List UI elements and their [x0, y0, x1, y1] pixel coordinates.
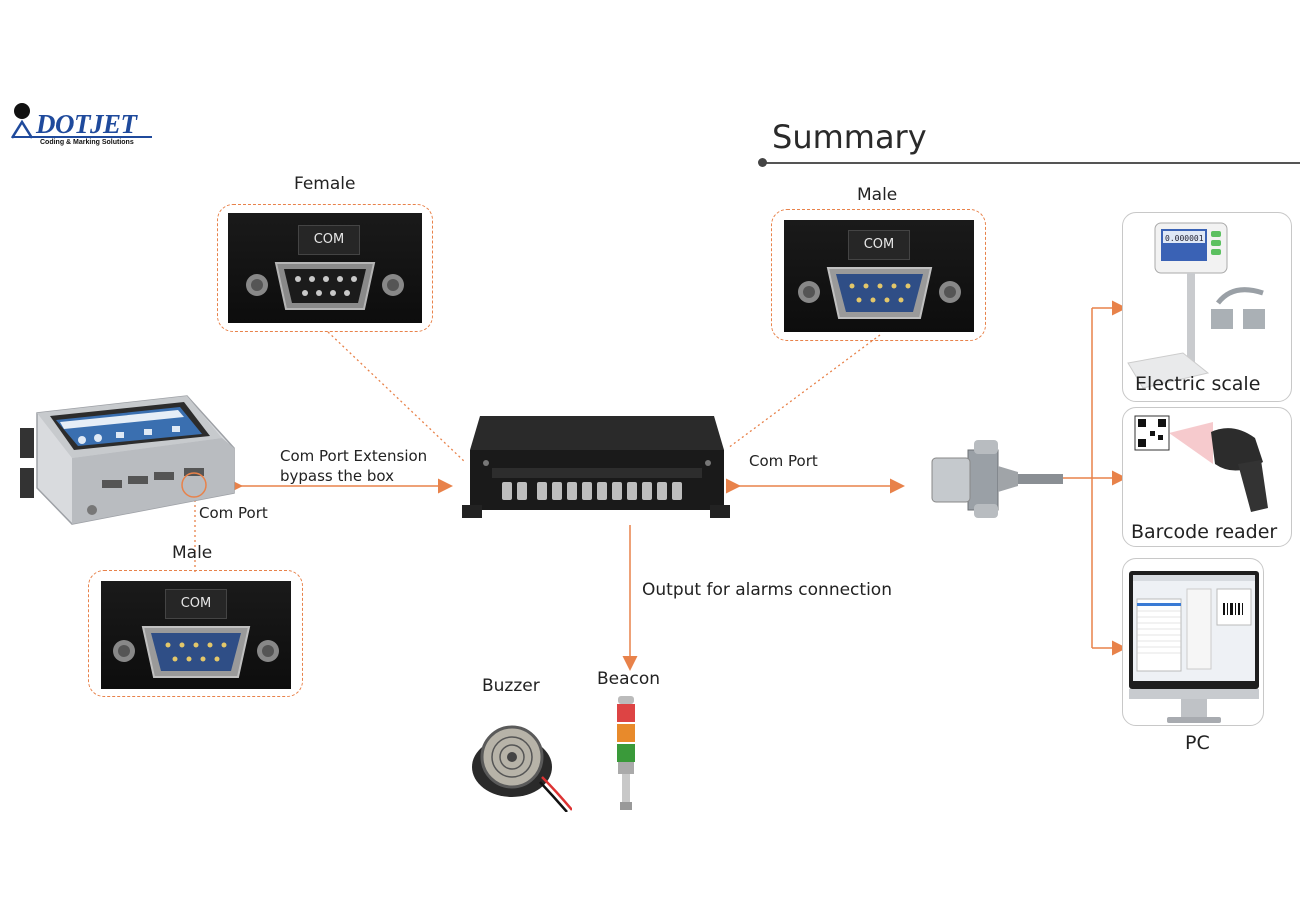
electric-scale-card: 0.000001 Electric scale: [1122, 212, 1292, 402]
barcode-reader-label: Barcode reader: [1131, 521, 1278, 543]
barcode-reader-icon: [1134, 415, 1268, 512]
logo-wordmark: DOTJET: [36, 109, 137, 139]
female-db9-icon: [246, 262, 404, 310]
branch-lines: [1060, 308, 1093, 648]
touch-panel-controller-icon: [20, 395, 235, 525]
title-rule: [762, 162, 1300, 164]
pc-label: PC: [1185, 732, 1210, 754]
logo-tagline: Coding & Marking Solutions: [40, 139, 134, 146]
pc-monitor-icon: [1129, 571, 1259, 723]
beacon-icon: [617, 696, 635, 810]
title-rule-dot: [758, 158, 767, 167]
logo-mark-icon: [10, 103, 34, 139]
female-label: Female: [294, 174, 356, 194]
page-title: Summary: [772, 118, 927, 156]
beacon-label: Beacon: [597, 669, 661, 689]
male-top-connector-box: COM: [771, 209, 986, 341]
logo-underline: [12, 136, 152, 138]
extension-label-line1: Com Port Extension: [280, 447, 428, 465]
male-top-com-tag: COM: [848, 230, 910, 260]
male-bottom-connector-box: COM: [88, 570, 303, 697]
male-bottom-label: Male: [172, 543, 213, 563]
scale-icon: 0.000001: [1127, 222, 1265, 389]
buzzer-label: Buzzer: [482, 676, 540, 696]
logo: DOTJET Coding & Marking Solutions: [10, 100, 160, 152]
com-port-right-label: Com Port: [749, 452, 818, 470]
scale-readout: 0.000001: [1165, 234, 1204, 243]
pc-card: [1122, 558, 1264, 726]
electric-scale-label: Electric scale: [1135, 373, 1261, 395]
extension-label-line2: bypass the box: [280, 467, 395, 485]
female-leader-line: [327, 331, 466, 463]
output-label: Output for alarms connection: [642, 580, 892, 600]
male-top-db9-icon: [798, 267, 961, 319]
male-top-leader-line: [727, 334, 881, 449]
female-connector-box: COM: [217, 204, 433, 332]
buzzer-icon: [472, 725, 572, 812]
barcode-reader-card: Barcode reader: [1122, 407, 1292, 547]
male-top-label: Male: [857, 185, 898, 205]
male-bottom-db9-icon: [113, 626, 279, 678]
male-bottom-com-tag: COM: [165, 589, 227, 619]
female-com-tag: COM: [298, 225, 360, 255]
io-box-icon: [462, 416, 730, 518]
com-port-left-label: Com Port: [199, 504, 268, 522]
db9-cable-icon: [931, 440, 1063, 518]
